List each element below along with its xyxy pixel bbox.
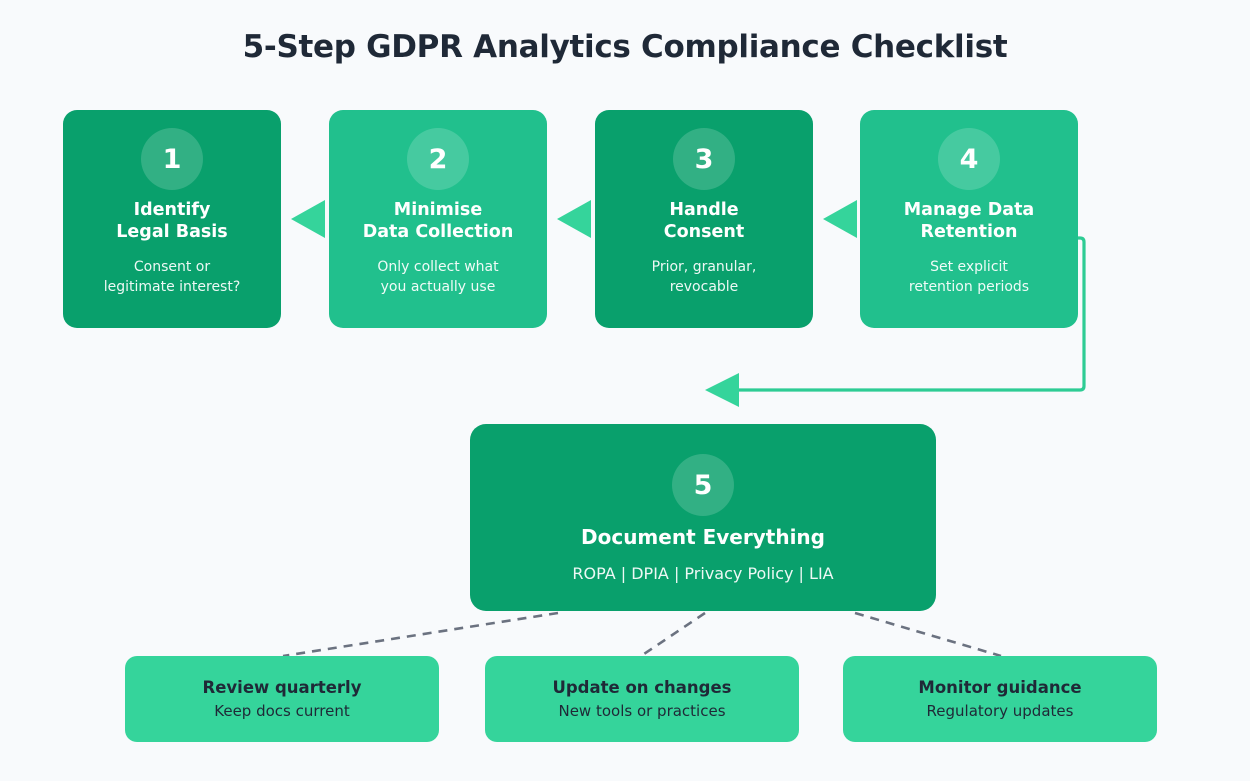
- step-badge-4: 4: [938, 128, 1000, 190]
- step-card-2[interactable]: 2 Minimise Data Collection Only collect …: [329, 110, 547, 328]
- step-title-4: Manage Data Retention: [896, 199, 1043, 244]
- step-title-3: Handle Consent: [656, 199, 752, 244]
- step-title-line2: Retention: [920, 222, 1018, 243]
- step-sub-3: Prior, granular, revocable: [642, 257, 767, 298]
- step-title-2: Minimise Data Collection: [355, 199, 522, 244]
- step-sub-2: Only collect what you actually use: [367, 257, 508, 298]
- step-title-1: Identify Legal Basis: [108, 199, 235, 244]
- step-card-3[interactable]: 3 Handle Consent Prior, granular, revoca…: [595, 110, 813, 328]
- note-title: Update on changes: [552, 677, 732, 697]
- dashed-link-update-on-changes: [640, 611, 706, 658]
- arrow-step3-to-step2: [557, 200, 591, 238]
- step-sub-line2: revocable: [669, 279, 739, 296]
- note-card-review-quarterly[interactable]: Review quarterly Keep docs current: [125, 656, 439, 742]
- step-title-line2: Legal Basis: [116, 222, 228, 243]
- arrow-step4-to-step5: [705, 373, 739, 407]
- note-title: Monitor guidance: [918, 677, 1082, 697]
- step-sub-1: Consent or legitimate interest?: [94, 257, 251, 298]
- step-sub-4: Set explicit retention periods: [899, 257, 1039, 298]
- page-title: 5-Step GDPR Analytics Compliance Checkli…: [242, 29, 1008, 65]
- step-title-line1: Minimise: [393, 200, 483, 220]
- step-sub-line1: Prior, granular,: [651, 258, 757, 275]
- step-title-line1: Identify: [133, 200, 211, 220]
- dashed-link-review-quarterly: [282, 611, 559, 658]
- note-sub: Regulatory updates: [926, 702, 1074, 721]
- step-sub-line1: Only collect what: [377, 258, 499, 275]
- step-badge-5: 5: [672, 454, 734, 516]
- step-title-line2: Data Collection: [362, 222, 514, 243]
- note-sub: New tools or practices: [558, 702, 726, 721]
- note-title: Review quarterly: [202, 677, 362, 697]
- step-badge-3: 3: [673, 128, 735, 190]
- arrow-step2-to-step1: [291, 200, 325, 238]
- step-title-line1: Handle: [669, 200, 739, 220]
- step-badge-2: 2: [407, 128, 469, 190]
- note-card-update-on-changes[interactable]: Update on changes New tools or practices: [485, 656, 799, 742]
- step-sub-line2: you actually use: [380, 279, 496, 296]
- step-sub-line2: legitimate interest?: [103, 279, 241, 296]
- step-title-line1: Manage Data: [903, 200, 1035, 220]
- step-card-5[interactable]: 5 Document Everything ROPA | DPIA | Priv…: [470, 424, 936, 611]
- note-card-monitor-guidance[interactable]: Monitor guidance Regulatory updates: [843, 656, 1157, 742]
- step-title-line2: Consent: [663, 222, 745, 243]
- step-card-4[interactable]: 4 Manage Data Retention Set explicit ret…: [860, 110, 1078, 328]
- step-sub-5: ROPA | DPIA | Privacy Policy | LIA: [572, 563, 834, 583]
- step-sub-line1: Set explicit: [930, 258, 1008, 275]
- note-sub: Keep docs current: [214, 702, 350, 721]
- step-sub-line1: Consent or: [133, 258, 211, 275]
- step-title-5: Document Everything: [581, 525, 825, 549]
- step-card-1[interactable]: 1 Identify Legal Basis Consent or legiti…: [63, 110, 281, 328]
- dashed-link-monitor-guidance: [854, 611, 1002, 658]
- step-sub-line2: retention periods: [908, 279, 1030, 296]
- arrow-step4-to-step3: [823, 200, 857, 238]
- step-badge-1: 1: [141, 128, 203, 190]
